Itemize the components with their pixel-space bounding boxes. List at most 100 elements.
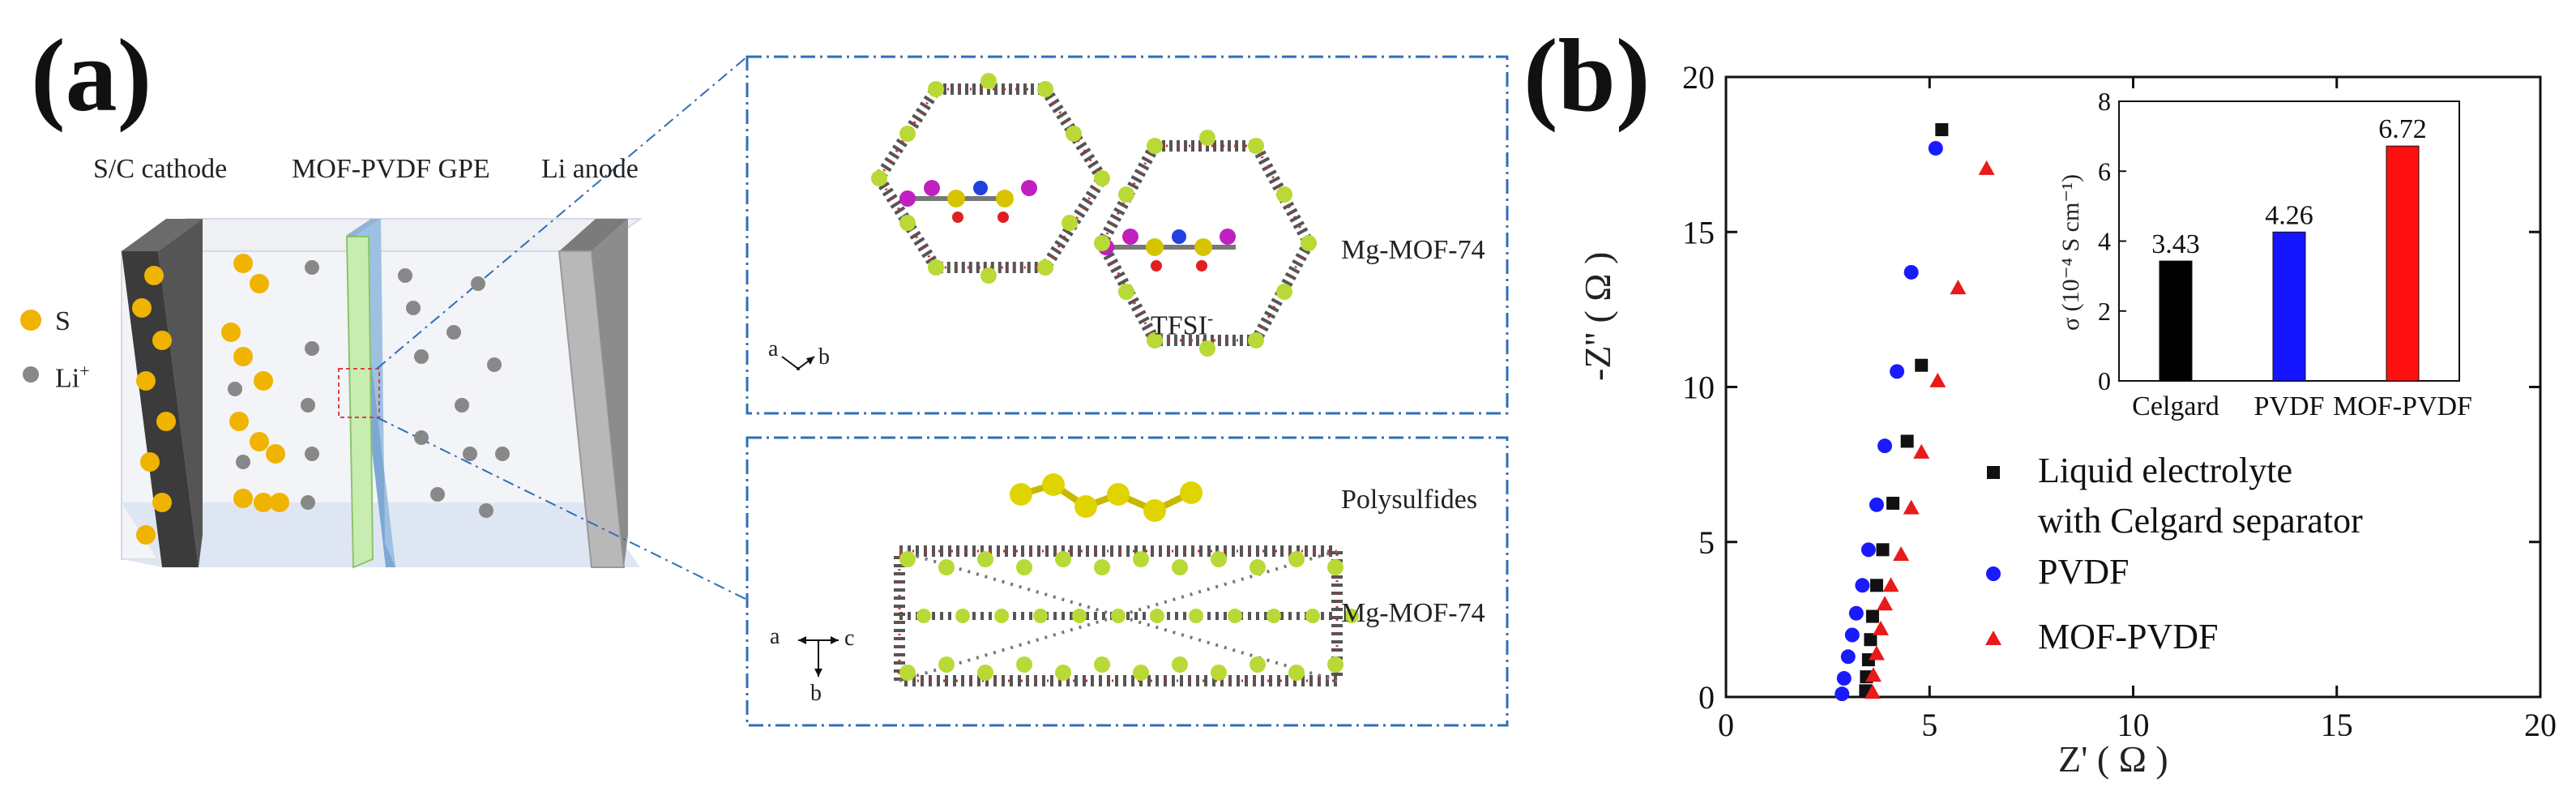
mof-metal-node (980, 267, 997, 284)
axis-a-label-top: a (768, 336, 779, 361)
mof-metal-node (871, 170, 887, 186)
anode-top (559, 219, 628, 251)
axis-arrow-b (806, 357, 814, 365)
data-point (1893, 546, 1910, 562)
mof-metal-node (1094, 656, 1110, 673)
legend-label: PVDF (2038, 552, 2130, 592)
mof-metal-node (1248, 332, 1264, 348)
mof-metal-node (1133, 665, 1149, 681)
mof-metal-node (1147, 332, 1163, 348)
inset-bar-data-label: 6.72 (2378, 114, 2427, 144)
x-tick-label: 10 (2117, 707, 2150, 743)
gpe-label: MOF-PVDF GPE (292, 154, 490, 184)
sulfur-particle (136, 525, 156, 545)
y-tick-label: 5 (1698, 524, 1715, 561)
data-point (1935, 123, 1949, 137)
mof-metal-node (1250, 559, 1266, 575)
mof-metal-node (977, 551, 993, 567)
zoom-line-bottom (376, 417, 748, 601)
mof-metal-node (1150, 609, 1164, 623)
top-structure-box (745, 55, 1509, 415)
mof-metal-node (1288, 551, 1305, 567)
cell-floor (122, 502, 640, 567)
bottom-structure-box (745, 436, 1509, 727)
gpe-membrane (345, 236, 374, 569)
data-point (1890, 364, 1905, 379)
mof-metal-node (1172, 559, 1188, 575)
mof-metal-node (1344, 609, 1359, 623)
y-tick-label: 20 (1682, 59, 1715, 96)
lithium-ion (301, 495, 315, 510)
sulfur-particle (140, 452, 160, 472)
mof-metal-node (1301, 235, 1317, 251)
x-tick-label: 5 (1921, 707, 1937, 743)
mof-metal-nodes (797, 73, 1359, 681)
mof-metal-node (1147, 138, 1163, 154)
lithium-ion (305, 341, 319, 356)
mof-metal-node (1133, 551, 1149, 567)
mof-metal-node (899, 215, 916, 231)
legend-marker (1985, 631, 2001, 645)
mof-metal-node (1305, 609, 1320, 623)
axis-b-label-bottom: b (810, 681, 822, 706)
lithium-ion (455, 398, 469, 413)
mof-metal-node (938, 656, 955, 673)
sulfur-particle (136, 371, 156, 391)
lithium-ion (463, 447, 477, 461)
data-point (1915, 358, 1929, 372)
data-point (1978, 160, 1995, 175)
inset-y-tick-label: 6 (2098, 156, 2111, 186)
inset-y-axis-label: σ (10⁻⁴ S cm⁻¹) (2057, 173, 2084, 331)
cell-floor-edge (122, 559, 640, 567)
sulfur-particle (156, 412, 176, 431)
sulfur-particle (233, 347, 253, 366)
gpe-zoom-box (338, 368, 380, 418)
sulfur-particle (250, 432, 269, 451)
sulfur-particle (229, 412, 249, 431)
data-point (1928, 140, 1943, 156)
x-tick-label: 15 (2321, 707, 2353, 743)
mof-metal-node (1327, 656, 1344, 673)
inset-category-label: PVDF (2254, 391, 2325, 421)
mof-metal-node (1248, 138, 1264, 154)
mof-metal-node (1055, 551, 1071, 567)
inset-bar-data-label: 3.43 (2151, 229, 2200, 259)
inset-bar (2159, 260, 2193, 382)
data-point (1864, 633, 1878, 647)
mof-metal-node (1172, 656, 1188, 673)
mof-metal-node (1276, 186, 1292, 203)
data-point (1835, 686, 1850, 702)
data-point (1872, 620, 1889, 635)
lithium-ion (236, 455, 250, 469)
lithium-ion (406, 301, 421, 315)
inset-bar (2386, 145, 2420, 382)
data-point (1950, 280, 1967, 295)
lithium-ion (487, 357, 502, 372)
mof-metal-node (1062, 215, 1078, 231)
data-point (1840, 649, 1856, 665)
mof-metal-node (1211, 551, 1227, 567)
mof-metal-node (916, 609, 931, 623)
mof-metal-node (1288, 665, 1305, 681)
sulfur-particle (144, 266, 164, 285)
axis-arrow-c (831, 636, 839, 644)
legend-marker (1987, 466, 2000, 479)
mof-metal-node (1327, 559, 1344, 575)
sulfur-particle (221, 323, 241, 342)
x-tick-label: 20 (2524, 707, 2557, 743)
legend-marker (1986, 566, 2001, 581)
data-point (1929, 372, 1946, 387)
sulfur-particle (233, 254, 253, 273)
battery-cell-schematic (121, 218, 643, 569)
data-point (1876, 543, 1890, 557)
inset-bar (2272, 231, 2306, 382)
mof-metal-node (1267, 609, 1281, 623)
lithium-ion (301, 398, 315, 413)
mof-metal-node (1066, 126, 1082, 142)
mof-metal-node (1072, 609, 1087, 623)
mof-metal-node (899, 551, 916, 567)
sulfur-particle (270, 493, 289, 512)
data-point (1903, 264, 1919, 280)
sulfur-particle (254, 371, 273, 391)
